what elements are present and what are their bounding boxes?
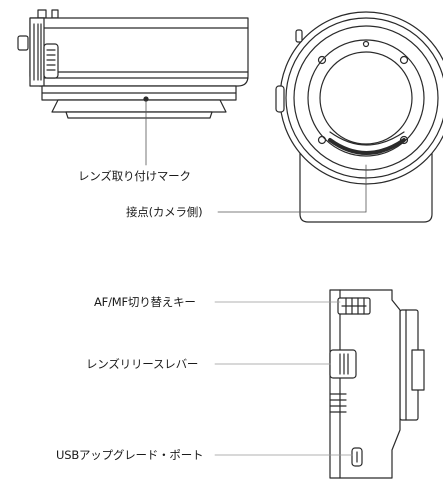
label-contacts: 接点(カメラ側) bbox=[126, 205, 203, 219]
front-view-adapter bbox=[275, 11, 443, 223]
label-lens-release-lever: レンズリリースレバー bbox=[86, 357, 199, 371]
profile-view-adapter bbox=[329, 289, 425, 479]
label-lens-mount-mark: レンズ取り付けマーク bbox=[78, 169, 191, 183]
label-usb-port: USBアップグレード・ポート bbox=[56, 448, 204, 462]
label-af-mf-switch: AF/MF切り替えキー bbox=[94, 295, 196, 309]
side-view-adapter bbox=[17, 9, 249, 119]
